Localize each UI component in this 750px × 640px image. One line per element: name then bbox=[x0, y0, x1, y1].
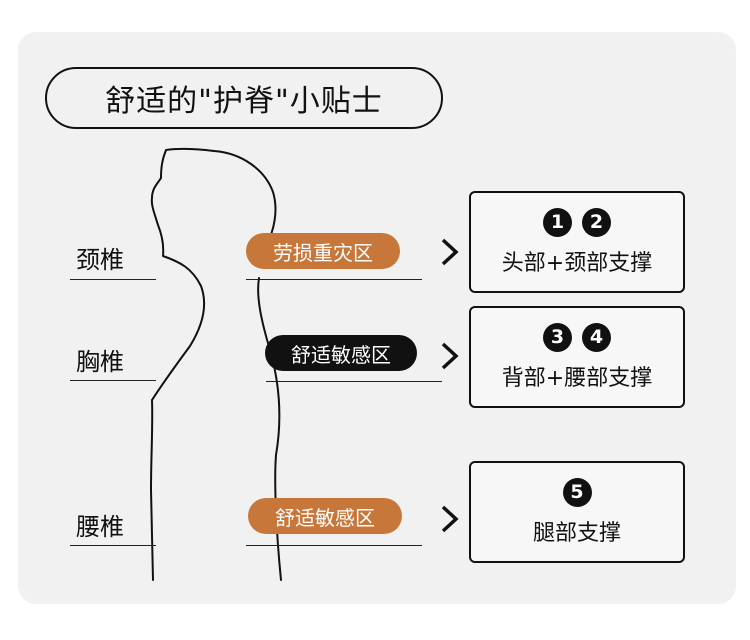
spine-label-cervical: 颈椎 bbox=[76, 246, 124, 274]
zone-tag-comfort-sensitive: 舒适敏感区 bbox=[265, 335, 417, 371]
support-box-back-waist: 3 4 背部+腰部支撑 bbox=[469, 306, 685, 408]
number-badge-4: 4 bbox=[582, 322, 611, 352]
spine-label-thoracic: 胸椎 bbox=[76, 348, 124, 376]
chevron-right-icon bbox=[441, 505, 459, 533]
support-box-head-neck: 1 2 头部+颈部支撑 bbox=[469, 191, 685, 293]
zone-tag-comfort-sensitive: 舒适敏感区 bbox=[248, 498, 402, 534]
divider-line bbox=[70, 545, 156, 546]
divider-line bbox=[266, 381, 442, 382]
page-title: 舒适的"护脊"小贴士 bbox=[45, 67, 443, 129]
number-badge-5: 5 bbox=[562, 477, 592, 507]
chevron-right-icon bbox=[441, 238, 459, 266]
support-text: 背部+腰部支撑 bbox=[501, 365, 653, 391]
number-badge-3: 3 bbox=[543, 322, 572, 352]
number-badge-2: 2 bbox=[582, 207, 611, 237]
zone-tag-label: 劳损重灾区 bbox=[273, 240, 373, 265]
chevron-right-icon bbox=[441, 342, 459, 370]
number-badges: 3 4 bbox=[543, 322, 611, 352]
support-box-legs: 5 腿部支撑 bbox=[469, 461, 685, 563]
spine-label-lumbar: 腰椎 bbox=[76, 513, 124, 541]
divider-line bbox=[70, 380, 156, 381]
divider-line bbox=[70, 279, 156, 280]
number-badges: 5 bbox=[562, 477, 592, 507]
divider-line bbox=[246, 545, 422, 546]
zone-tag-label: 舒适敏感区 bbox=[275, 505, 375, 530]
zone-tag-label: 舒适敏感区 bbox=[291, 342, 391, 367]
number-badge-1: 1 bbox=[543, 207, 572, 237]
support-text: 腿部支撑 bbox=[532, 520, 621, 546]
support-text: 头部+颈部支撑 bbox=[501, 250, 653, 276]
page-title-text: 舒适的"护脊"小贴士 bbox=[105, 84, 383, 119]
number-badges: 1 2 bbox=[543, 207, 611, 237]
zone-tag-strain: 劳损重灾区 bbox=[246, 233, 400, 269]
divider-line bbox=[246, 279, 422, 280]
